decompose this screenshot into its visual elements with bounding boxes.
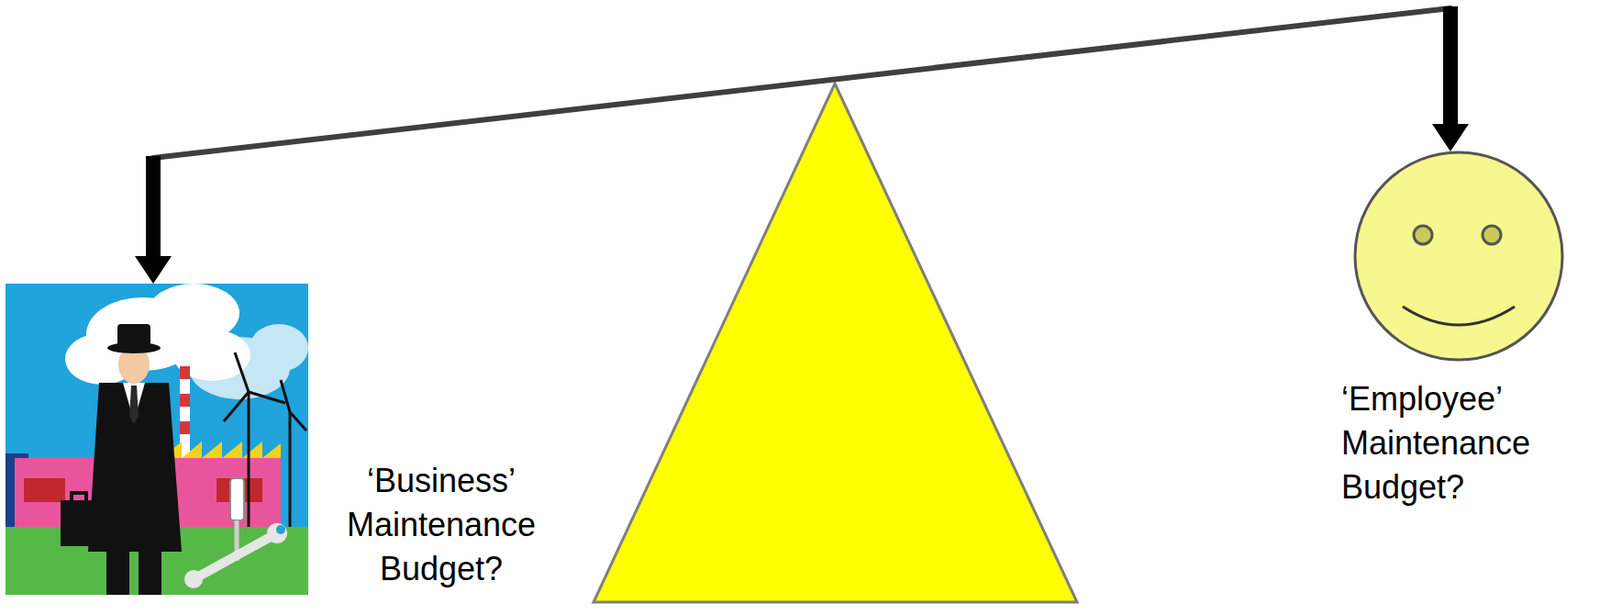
smiley-face — [1355, 152, 1563, 360]
business-node: ‘Business’ Maintenance Budget? — [5, 283, 560, 595]
business-picture — [5, 283, 309, 595]
left-drop-arrowhead — [134, 255, 172, 284]
budget-label: ‘Employee’ Maintenance Budget? — [1341, 377, 1580, 510]
right-drop-arrowhead — [1432, 123, 1469, 152]
beam-line — [153, 8, 1451, 158]
right-drop-shaft — [1443, 6, 1458, 125]
employee-node: ‘Employee’ Maintenance Budget? — [1339, 151, 1584, 513]
budget-label: ‘Business’ Maintenance Budget? — [326, 458, 556, 591]
balance-beam — [134, 6, 1469, 284]
left-drop-shaft — [145, 155, 161, 257]
fulcrum-triangle — [593, 83, 1078, 602]
